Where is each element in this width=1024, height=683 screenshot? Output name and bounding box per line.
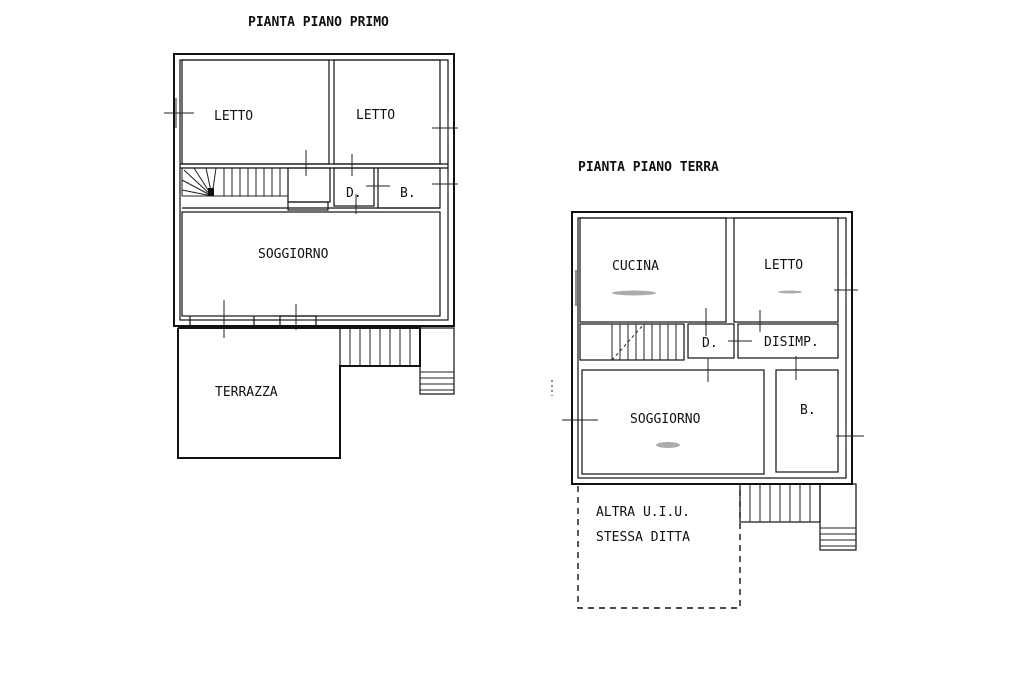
gf-hall-label: DISIMP.: [764, 335, 819, 350]
ff-closet-label: D.: [346, 186, 362, 201]
ff-terrace-label: TERRAZZA: [215, 385, 278, 400]
ground-floor-title: PIANTA PIANO TERRA: [578, 160, 719, 175]
first-floor-plan: PIANTA PIANO PRIMO: [164, 15, 458, 459]
gf-other-unit-line1: ALTRA U.I.U.: [596, 505, 690, 520]
pencil-smudges: [612, 290, 802, 448]
ground-floor-exterior-stair: [739, 483, 857, 551]
other-unit-area: [577, 486, 741, 609]
ff-bedroom-right-label: LETTO: [356, 108, 395, 123]
gf-kitchen-label: CUCINA: [612, 259, 659, 274]
gf-other-unit-line2: STESSA DITTA: [596, 530, 690, 545]
gf-living-label: SOGGIORNO: [630, 412, 701, 427]
gf-closet-label: D.: [702, 336, 718, 351]
first-floor-terrace: [177, 327, 455, 459]
ff-bedroom-left-label: LETTO: [214, 109, 253, 124]
first-floor-walls: [173, 53, 455, 327]
ground-floor-stair: [611, 323, 677, 361]
ground-floor-plan: PIANTA PIANO TERRA: [551, 160, 864, 609]
ground-floor-openings: [551, 270, 864, 450]
gf-bedroom-label: LETTO: [764, 258, 803, 273]
ff-bath-label: B.: [400, 186, 416, 201]
first-floor-title: PIANTA PIANO PRIMO: [248, 15, 389, 30]
first-floor-openings: [164, 98, 458, 338]
ff-living-label: SOGGIORNO: [258, 247, 329, 262]
gf-bath-label: B.: [800, 403, 816, 418]
first-floor-stair: [181, 167, 288, 197]
